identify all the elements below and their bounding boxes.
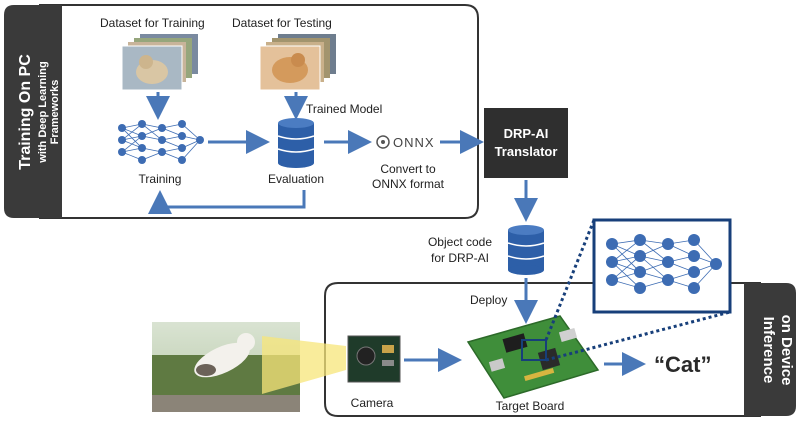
deploy-label: Deploy [470, 293, 507, 307]
inference-title-line2: on Device [778, 315, 795, 386]
target-board-icon [466, 315, 600, 399]
dataset-testing-label: Dataset for Testing [232, 16, 332, 30]
cat-jumping-photo [152, 322, 300, 412]
board-chip-highlight [521, 339, 547, 361]
testing-dataset-images [259, 34, 336, 91]
drp-ai-translator-box: DRP-AI Translator [484, 108, 568, 178]
translator-line1: DRP-AI [504, 126, 549, 141]
convert-label-line1: Convert to [380, 162, 436, 176]
inference-panel-header [744, 283, 796, 416]
training-panel-subtitle-1: with Deep Learning [37, 61, 49, 163]
zoom-line-bottom [545, 310, 731, 362]
onnx-logo-icon [376, 135, 390, 149]
feedback-loop-arrow [148, 190, 306, 214]
training-dataset-images [121, 34, 198, 91]
training-panel-subtitle-2: Frameworks [49, 80, 61, 145]
camera-label: Camera [351, 396, 394, 410]
training-panel-title: Training On PC [17, 54, 34, 170]
inference-title-line1: Inference [760, 317, 777, 384]
inference-result: “Cat” [654, 352, 711, 377]
dataset-training-label: Dataset for Training [100, 16, 205, 30]
onnx-logo-text: ONNX [393, 135, 435, 150]
evaluation-label: Evaluation [268, 172, 324, 186]
neural-network-zoom [592, 218, 732, 314]
trained-model-label: Trained Model [306, 102, 382, 116]
evaluation-database-icon [277, 118, 315, 168]
object-code-line1: Object code [428, 235, 492, 249]
training-label: Training [139, 172, 182, 186]
target-board-label: Target Board [496, 399, 565, 413]
camera-field-of-view [262, 336, 346, 394]
convert-label-line2: ONNX format [372, 177, 445, 191]
object-code-database-icon [507, 225, 545, 275]
translator-line2: Translator [495, 144, 558, 159]
object-code-line2: for DRP-AI [431, 251, 489, 265]
camera-module-icon [347, 335, 401, 383]
training-panel-header [4, 5, 62, 218]
training-network-icon [118, 120, 204, 164]
